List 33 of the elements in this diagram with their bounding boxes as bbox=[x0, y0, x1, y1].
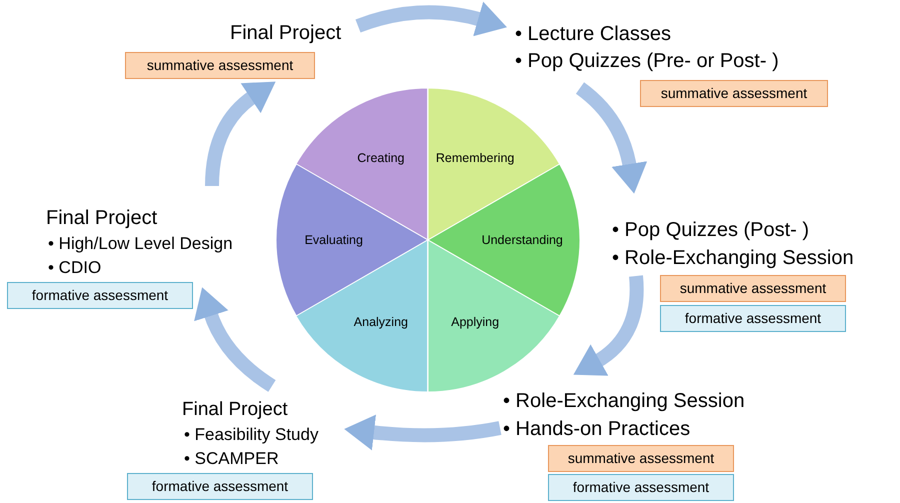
assessment-tag: formative assessment bbox=[548, 474, 734, 501]
assessment-tag: formative assessment bbox=[127, 473, 313, 500]
group-heading: Final Project bbox=[230, 21, 342, 46]
slice-label: Analyzing bbox=[354, 314, 408, 329]
bullet-item: • Lecture Classes bbox=[515, 22, 672, 47]
group-heading: Final Project bbox=[182, 398, 289, 422]
assessment-tag: summative assessment bbox=[548, 445, 734, 472]
curved-arrow bbox=[576, 82, 647, 194]
assessment-tag: summative assessment bbox=[640, 80, 828, 107]
bullet-item: • CDIO bbox=[48, 257, 102, 279]
slice-label: Remembering bbox=[436, 151, 514, 166]
slice-label: Understanding bbox=[482, 233, 563, 247]
slice-label: Evaluating bbox=[304, 233, 363, 247]
curved-arrow bbox=[344, 414, 502, 450]
assessment-tag: summative assessment bbox=[660, 275, 846, 302]
slice-label: Creating bbox=[357, 151, 404, 166]
curved-arrow bbox=[205, 80, 275, 186]
curved-arrow bbox=[356, 2, 508, 36]
assessment-tag: formative assessment bbox=[660, 305, 846, 332]
bullet-item: • Pop Quizzes (Post- ) bbox=[612, 218, 810, 243]
bullet-item: • Pop Quizzes (Pre- or Post- ) bbox=[515, 49, 779, 74]
bullet-item: • Role-Exchanging Session bbox=[503, 389, 745, 414]
bullet-item: • SCAMPER bbox=[184, 448, 280, 470]
bullet-item: • High/Low Level Design bbox=[48, 233, 233, 255]
curved-arrow bbox=[574, 276, 644, 376]
group-heading: Final Project bbox=[46, 206, 158, 231]
bullet-item: • Hands-on Practices bbox=[503, 417, 692, 442]
bullet-item: • Role-Exchanging Session bbox=[612, 246, 854, 271]
assessment-tag: summative assessment bbox=[125, 52, 315, 79]
assessment-tag: formative assessment bbox=[7, 282, 193, 309]
curved-arrow bbox=[194, 288, 276, 392]
slice-label: Applying bbox=[451, 314, 500, 329]
bullet-item: • Feasibility Study bbox=[184, 424, 318, 446]
